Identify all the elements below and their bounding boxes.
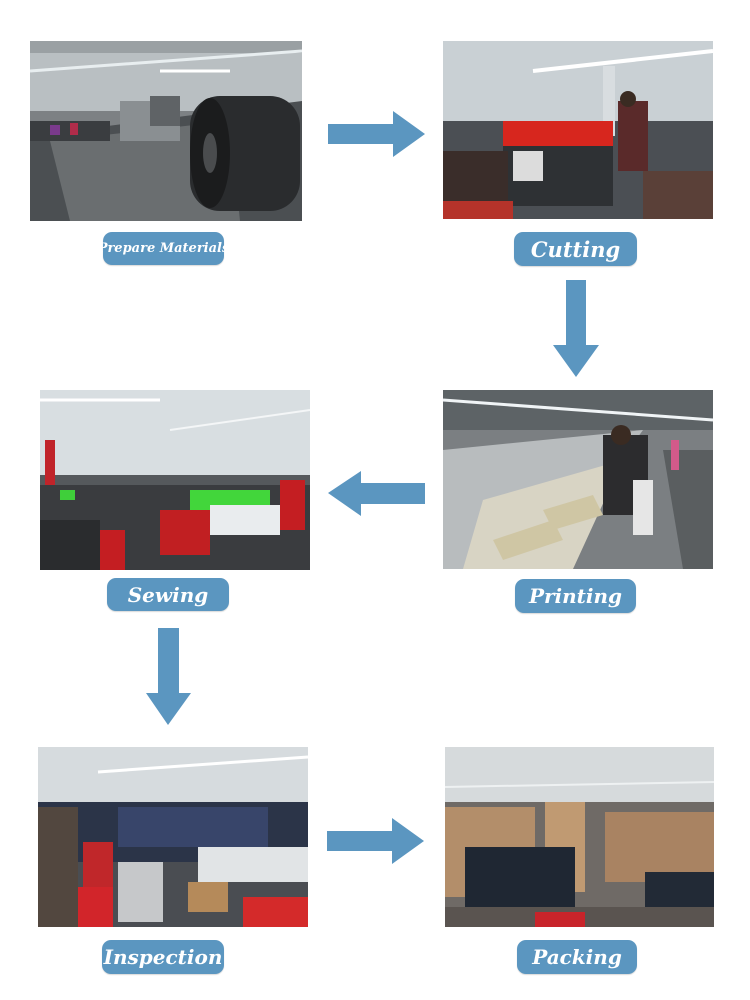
step-label-cutting: Cutting [514, 232, 637, 266]
packing-photo [445, 747, 714, 927]
step-label-sewing: Sewing [107, 578, 229, 611]
arrow-down-icon [146, 628, 191, 725]
step-label-inspection: Inspection [102, 940, 224, 974]
arrow-down-icon [553, 280, 599, 377]
prepare-materials-photo [30, 41, 302, 221]
cutting-photo [443, 41, 713, 219]
sewing-photo [40, 390, 310, 570]
printing-photo [443, 390, 713, 569]
step-label-prepare-materials: Prepare Materials [98, 232, 229, 265]
arrow-right-icon [327, 818, 424, 864]
arrow-right-icon [328, 111, 425, 157]
step-label-packing: Packing [517, 940, 637, 974]
step-label-printing: Printing [515, 579, 636, 613]
inspection-photo [38, 747, 308, 927]
arrow-left-icon [328, 471, 425, 516]
